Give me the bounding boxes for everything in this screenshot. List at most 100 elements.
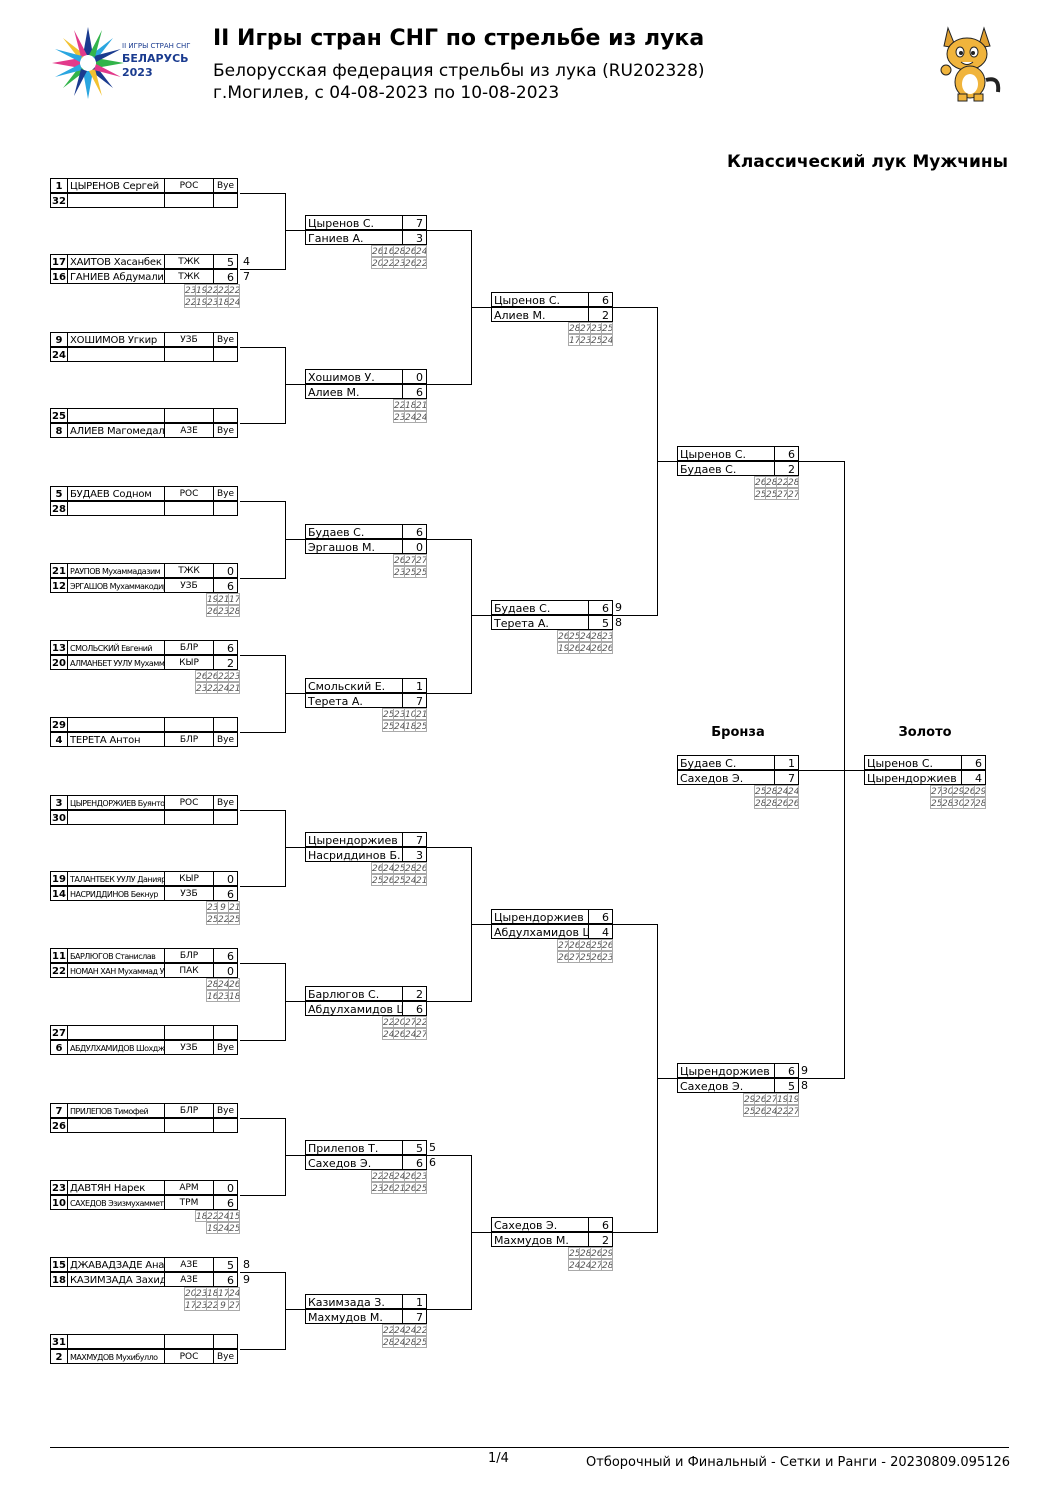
end-score-cell: 25	[228, 1222, 240, 1234]
country-code: АРМ	[164, 1180, 214, 1195]
archer-name: Будаев С.	[491, 600, 589, 615]
bracket-connector	[285, 1272, 286, 1350]
match-row: Сахедов Э.6	[491, 1217, 613, 1232]
bracket-connector	[285, 501, 286, 579]
end-score-cell: 24	[228, 1287, 240, 1299]
end-score-cell: 24	[601, 334, 613, 346]
set-score: 7	[774, 770, 799, 785]
archer-name: Цыренов С.	[864, 755, 962, 770]
match-row: Абдулхамидов Ш.6	[305, 1001, 427, 1016]
end-score-cell: 26	[787, 797, 799, 809]
archer-name: ДАВТЯН Нарек	[67, 1180, 165, 1195]
end-score-cell: 25	[415, 1182, 427, 1194]
match-row: Абдулхамидов Ш.4	[491, 924, 613, 939]
match-row: Махмудов М.7	[305, 1309, 427, 1324]
archer-name: БУДАЕВ Содном	[67, 486, 165, 501]
seed-number: 15	[50, 1257, 68, 1272]
end-score-cell: 21	[228, 682, 240, 694]
archer-name	[67, 408, 165, 423]
archer-name: Будаев С.	[677, 755, 775, 770]
seed-number: 29	[50, 717, 68, 732]
match-row: Терета А.5	[491, 615, 613, 630]
set-score	[213, 1025, 238, 1040]
country-code: БЛР	[164, 732, 214, 747]
archer-name	[67, 717, 165, 732]
archer-name: ХАИТОВ Хасанбек	[67, 254, 165, 269]
country-code: АЗЕ	[164, 1257, 214, 1272]
set-score: Bye	[213, 1103, 238, 1118]
end-score-cell: 23	[601, 630, 613, 642]
end-score-cell: 26	[601, 642, 613, 654]
archer-name	[67, 1025, 165, 1040]
bracket-connector	[285, 230, 305, 231]
end-score-cell: 27	[787, 1105, 799, 1117]
archer-name: Казимзада З.	[305, 1294, 403, 1309]
shoot-off-score: 8	[801, 1079, 808, 1092]
archer-name	[67, 501, 165, 516]
set-score: 6	[213, 886, 238, 901]
seed-number: 10	[50, 1195, 68, 1210]
end-score-cell: 24	[415, 245, 427, 257]
seed-number: 31	[50, 1334, 68, 1349]
set-score: 1	[774, 755, 799, 770]
country-code: УЗБ	[164, 332, 214, 347]
set-score: Bye	[213, 1040, 238, 1055]
match-row: Будаев С.1	[677, 755, 799, 770]
set-score: Bye	[213, 486, 238, 501]
archer-name: Махмудов М.	[305, 1309, 403, 1324]
set-score	[213, 717, 238, 732]
archer-name: Абдулхамидов Ш.	[491, 924, 589, 939]
bracket-connector	[657, 461, 677, 462]
bracket-connector	[427, 1001, 471, 1002]
bracket-connector	[471, 539, 472, 694]
end-score-cell: 24	[787, 785, 799, 797]
end-score-cell: 23	[228, 670, 240, 682]
bracket-connector	[285, 539, 305, 540]
seed-number: 28	[50, 501, 68, 516]
country-code	[164, 408, 214, 423]
set-score: 0	[402, 369, 427, 384]
country-code: БЛР	[164, 640, 214, 655]
set-score: 5	[774, 1078, 799, 1093]
gold-label: Золото	[898, 725, 952, 740]
country-code: БЛР	[164, 948, 214, 963]
archer-name	[67, 193, 165, 208]
match-row: Насриддинов Б.3	[305, 847, 427, 862]
seed-row: 25	[50, 408, 240, 423]
country-code: РОС	[164, 178, 214, 193]
end-score-cell: 28	[228, 605, 240, 617]
bracket-connector	[427, 847, 471, 848]
set-score: Bye	[213, 732, 238, 747]
end-score-cell: 26	[228, 978, 240, 990]
country-code: ТРМ	[164, 1195, 214, 1210]
shoot-off-score: 6	[429, 1156, 436, 1169]
seed-number: 11	[50, 948, 68, 963]
location-dates-line: г.Могилев, с 04-08-2023 по 10-08-2023	[213, 83, 560, 103]
seed-number: 4	[50, 732, 68, 747]
shoot-off-score: 4	[243, 255, 250, 268]
shoot-off-score: 9	[801, 1064, 808, 1077]
end-score-cell: 22	[228, 284, 240, 296]
match-row: Цырендоржиев Б.4	[864, 770, 986, 785]
seed-row: 28	[50, 501, 240, 516]
bracket-connector	[285, 655, 286, 733]
